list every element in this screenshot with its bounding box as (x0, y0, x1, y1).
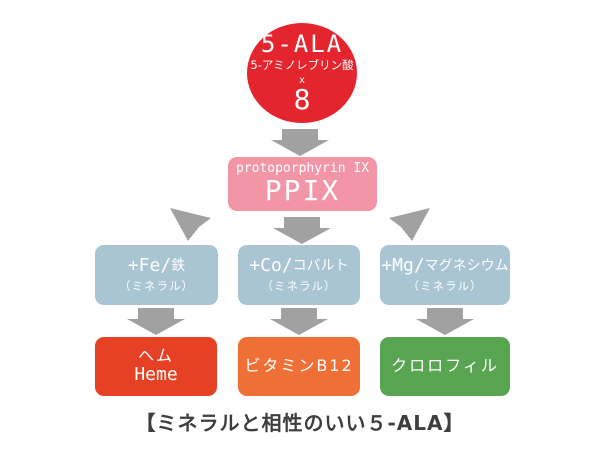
mineral-label: +Fe/鉄 (127, 254, 186, 277)
mineral-name: マグネシウム (424, 257, 509, 274)
diagram-caption: 【ミネラルと相性のいい５-ALA】 (135, 411, 465, 435)
down-arrow-icon (127, 308, 185, 335)
five-ala-node: 5-ALA 5-アミノレブリン酸 x 8 (247, 23, 357, 123)
mineral-symbol: +Mg/ (381, 254, 425, 276)
ppix-node: protoporphyrin IX PPIX (228, 157, 377, 211)
product-name-ja: ビタミンB12 (244, 356, 354, 376)
ppix-abbreviation: PPIX (264, 174, 341, 208)
mineral-note: （ミネラル） (261, 279, 337, 294)
product-name-ja: クロロフィル (391, 356, 499, 376)
product-name-ja: ヘム (137, 345, 174, 365)
five-ala-subtitle: 5-アミノレブリン酸 (250, 57, 354, 72)
down-arrow-icon (273, 217, 331, 244)
mineral-node-cobalt: +Co/コバルト （ミネラル） (238, 245, 360, 305)
mineral-node-magnesium: +Mg/マグネシウム （ミネラル） (380, 245, 510, 305)
down-arrow-icon (416, 308, 474, 335)
product-node-heme: ヘム Heme (95, 337, 217, 396)
multiply-symbol: x (298, 75, 306, 87)
product-node-vitamin-b12: ビタミンB12 (238, 337, 360, 396)
mineral-note: （ミネラル） (119, 279, 194, 294)
multiply-count: 8 (293, 83, 311, 117)
product-node-chlorophyll: クロロフィル (380, 337, 510, 396)
down-arrow-icon (271, 129, 329, 156)
down-arrow-icon (270, 308, 328, 335)
diagonal-up-left-arrow-icon (170, 208, 211, 241)
mineral-name: コバルト (292, 257, 349, 274)
mineral-label: +Co/コバルト (249, 254, 349, 277)
mineral-symbol: +Co/ (249, 254, 293, 276)
mineral-symbol: +Fe/ (127, 254, 172, 276)
five-ala-title: 5-ALA (260, 29, 344, 58)
product-name-en: Heme (134, 364, 178, 386)
mineral-node-iron: +Fe/鉄 （ミネラル） (95, 245, 218, 305)
mineral-label: +Mg/マグネシウム (381, 254, 509, 277)
mineral-name: 鉄 (171, 257, 186, 274)
ppix-full-name: protoporphyrin IX (235, 161, 370, 177)
mineral-note: （ミネラル） (407, 279, 483, 294)
diagonal-up-right-arrow-icon (389, 208, 430, 241)
